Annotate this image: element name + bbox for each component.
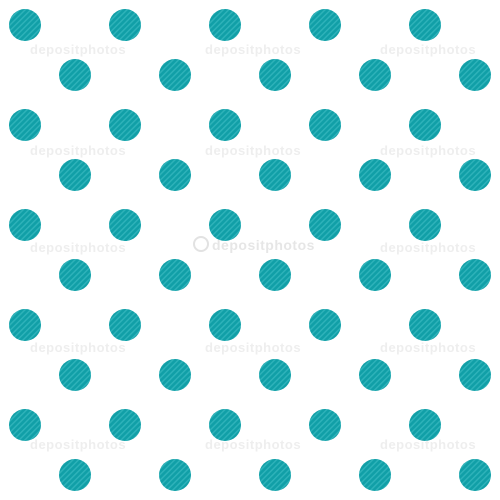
- polka-dot: [409, 109, 441, 141]
- polka-dot: [9, 209, 41, 241]
- polka-dot: [359, 59, 391, 91]
- polka-dot: [259, 459, 291, 491]
- polka-dot: [259, 159, 291, 191]
- polka-dot: [109, 109, 141, 141]
- polka-dot: [359, 459, 391, 491]
- polka-dot: [109, 409, 141, 441]
- polka-dot: [459, 359, 491, 391]
- polka-dot: [309, 109, 341, 141]
- polka-dot: [59, 159, 91, 191]
- polka-dot: [159, 59, 191, 91]
- polka-dot: [309, 9, 341, 41]
- depositphotos-logo-icon: [193, 236, 209, 252]
- polka-dot: [9, 409, 41, 441]
- polka-dot: [59, 459, 91, 491]
- polka-dot: [309, 209, 341, 241]
- polka-dot: [9, 309, 41, 341]
- polka-dot: [59, 259, 91, 291]
- polka-dot: [9, 109, 41, 141]
- polka-dot: [359, 159, 391, 191]
- polka-dot: [409, 209, 441, 241]
- polka-dot: [209, 109, 241, 141]
- polka-dot: [159, 459, 191, 491]
- polka-dot: [209, 9, 241, 41]
- polka-dot: [309, 409, 341, 441]
- polka-dot: [209, 409, 241, 441]
- polka-dot: [459, 159, 491, 191]
- polka-dot: [109, 209, 141, 241]
- polka-dot: [359, 359, 391, 391]
- polka-dot: [259, 259, 291, 291]
- polka-dot: [9, 9, 41, 41]
- polka-dot: [259, 59, 291, 91]
- polka-dot: [59, 359, 91, 391]
- polka-dot: [359, 259, 391, 291]
- polka-dot: [459, 459, 491, 491]
- polka-dot: [409, 9, 441, 41]
- polka-dot: [459, 59, 491, 91]
- polka-dot: [209, 309, 241, 341]
- polka-dot: [209, 209, 241, 241]
- polka-dot: [459, 259, 491, 291]
- polka-dot: [409, 309, 441, 341]
- polka-dot: [159, 259, 191, 291]
- polka-dot: [109, 9, 141, 41]
- polka-dot: [259, 359, 291, 391]
- polka-dot: [159, 359, 191, 391]
- polka-dot: [309, 309, 341, 341]
- polka-dot: [109, 309, 141, 341]
- polka-dot: [159, 159, 191, 191]
- polka-dot: [59, 59, 91, 91]
- polka-dot: [409, 409, 441, 441]
